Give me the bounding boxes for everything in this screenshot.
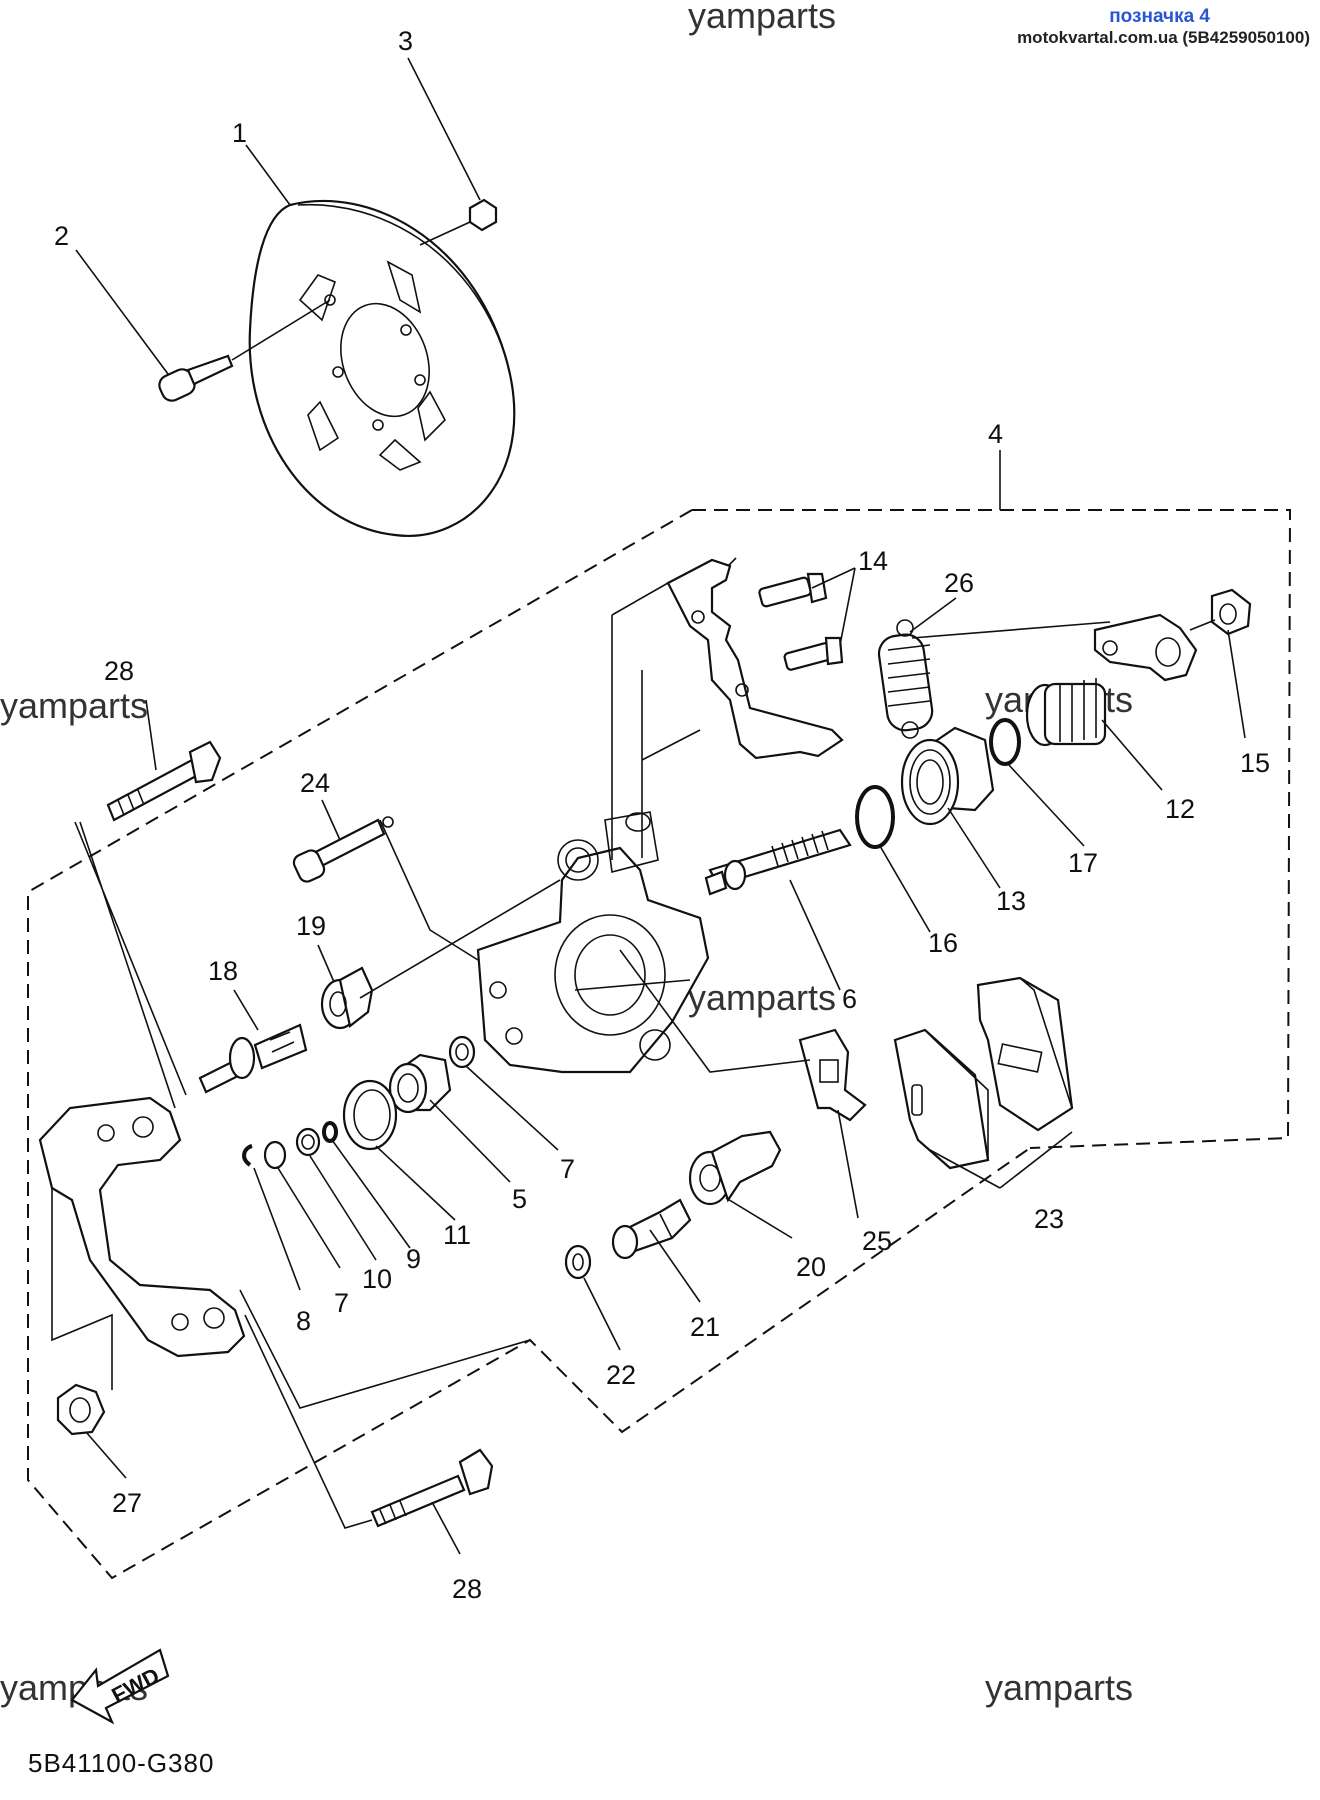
bracket-bolt[interactable] (783, 636, 844, 671)
washer[interactable] (448, 1035, 476, 1069)
collar[interactable] (295, 1127, 321, 1157)
callout-6[interactable]: 6 (842, 984, 857, 1014)
bracket-bolt[interactable] (758, 572, 828, 608)
watermark: yamparts (0, 685, 148, 726)
watermark: yamparts (985, 1667, 1133, 1708)
leader-lines (51, 57, 1246, 1555)
disc-bolt[interactable] (156, 299, 331, 404)
sleeve[interactable] (611, 1198, 692, 1260)
guide-bolt[interactable] (688, 1130, 782, 1206)
bracket-nut[interactable] (56, 1383, 106, 1436)
callout-9[interactable]: 9 (406, 1244, 421, 1274)
adjuster-shaft[interactable] (704, 828, 852, 896)
callout-10[interactable]: 10 (362, 1264, 392, 1294)
callout-23[interactable]: 23 (1034, 1204, 1064, 1234)
pin-boot[interactable] (320, 966, 374, 1030)
adjuster-bolt[interactable] (900, 726, 995, 826)
callout-20[interactable]: 20 (796, 1252, 826, 1282)
o-ring[interactable] (989, 718, 1021, 766)
caliper-bracket[interactable] (666, 557, 844, 760)
callout-22[interactable]: 22 (606, 1360, 636, 1390)
brake-pad[interactable] (893, 1028, 990, 1170)
callout-28[interactable]: 28 (452, 1574, 482, 1604)
callout-16[interactable]: 16 (928, 928, 958, 958)
callout-7[interactable]: 7 (334, 1288, 349, 1318)
callout-26[interactable]: 26 (944, 568, 974, 598)
watermark: yamparts (688, 0, 836, 36)
callout-13[interactable]: 13 (996, 886, 1026, 916)
callout-3[interactable]: 3 (398, 26, 413, 56)
caliper-body[interactable] (476, 811, 710, 1074)
callout-1[interactable]: 1 (232, 118, 247, 148)
callout-12[interactable]: 12 (1165, 794, 1195, 824)
header-site[interactable]: motokvartal.com.ua (5B4259050100) (1017, 28, 1310, 47)
lever-nut[interactable] (1189, 588, 1252, 636)
washer[interactable] (263, 1140, 287, 1170)
disc-nut[interactable] (419, 198, 498, 246)
callout-2[interactable]: 2 (54, 221, 69, 251)
forward-arrow-icon: FWD (70, 1648, 170, 1725)
figure-code: 5B41100-G380 (28, 1748, 214, 1778)
piston-seal[interactable] (342, 1079, 398, 1151)
parking-lever[interactable] (1093, 613, 1198, 682)
callout-4[interactable]: 4 (988, 419, 1003, 449)
caliper-assembly-boundary (27, 509, 1031, 1580)
header-badge[interactable]: позначка 4 (1109, 6, 1210, 27)
callout-8[interactable]: 8 (296, 1306, 311, 1336)
callout-7[interactable]: 7 (560, 1154, 575, 1184)
washer[interactable] (564, 1244, 592, 1280)
watermark: yamparts (688, 977, 836, 1018)
callout-28[interactable]: 28 (104, 656, 134, 686)
brake-pad[interactable] (976, 976, 1074, 1132)
callout-5[interactable]: 5 (512, 1184, 527, 1214)
o-ring[interactable] (855, 785, 895, 849)
callout-17[interactable]: 17 (1068, 848, 1098, 878)
guide-pin[interactable] (291, 816, 394, 884)
callout-25[interactable]: 25 (862, 1226, 892, 1256)
callout-27[interactable]: 27 (112, 1488, 142, 1518)
piston[interactable] (388, 1053, 452, 1114)
callout-14[interactable]: 14 (858, 546, 888, 576)
callout-19[interactable]: 19 (296, 911, 326, 941)
circlip[interactable] (242, 1144, 253, 1167)
mounting-bolt[interactable] (370, 1448, 494, 1528)
caliper-support-bracket[interactable] (38, 1096, 246, 1358)
sleeve-bolt[interactable] (198, 1023, 308, 1094)
callout-24[interactable]: 24 (300, 768, 330, 798)
return-spring[interactable] (877, 619, 935, 739)
callout-15[interactable]: 15 (1240, 748, 1270, 778)
callout-numbers: 3 1 2 4 14 26 28 15 24 12 17 13 19 16 18… (54, 26, 1270, 1604)
adjuster-screw[interactable] (1025, 678, 1107, 747)
caliper-assembly-boundary (692, 509, 1292, 1149)
mounting-bolt[interactable] (106, 740, 222, 822)
brake-disc[interactable] (248, 199, 516, 537)
header: позначка 4 motokvartal.com.ua (5B4259050… (1017, 6, 1310, 48)
callout-21[interactable]: 21 (690, 1312, 720, 1342)
callout-18[interactable]: 18 (208, 956, 238, 986)
pad-spring-clip[interactable] (798, 1028, 867, 1122)
callout-11[interactable]: 11 (443, 1220, 471, 1250)
small-o-ring[interactable] (322, 1121, 338, 1143)
